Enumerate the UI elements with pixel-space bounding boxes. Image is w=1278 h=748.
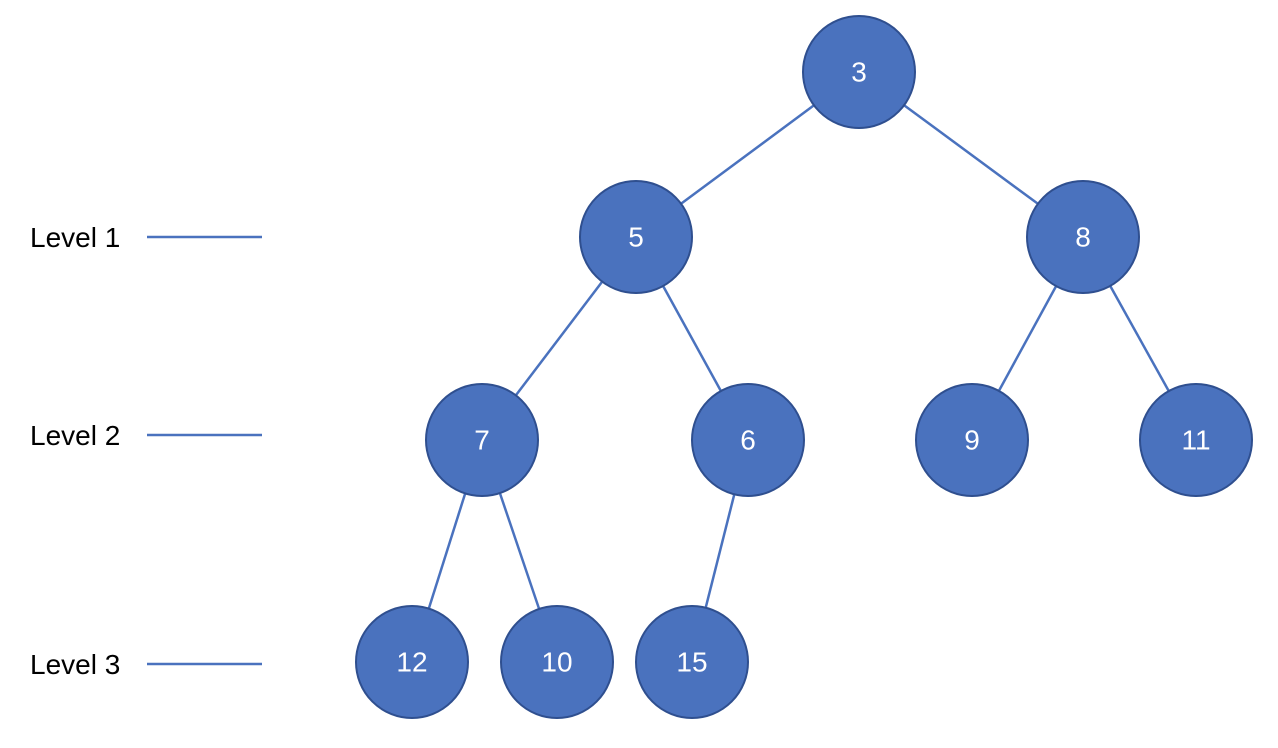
tree-node: 9	[915, 383, 1029, 497]
tree-node: 6	[691, 383, 805, 497]
node-value: 12	[396, 647, 427, 678]
node-circle	[500, 605, 614, 719]
node-value: 11	[1181, 425, 1210, 456]
node-circle	[915, 383, 1029, 497]
node-value: 6	[740, 425, 756, 456]
edge-n7-n10	[498, 492, 541, 610]
level-labels: Level 1 Level 2 Level 3	[30, 222, 262, 680]
node-value: 9	[964, 425, 980, 456]
edge-n7-n12	[427, 493, 467, 609]
node-value: 10	[541, 647, 572, 678]
tree-node: 15	[635, 605, 749, 719]
node-circle	[355, 605, 469, 719]
edge-n3-n8	[903, 104, 1039, 205]
tree-node: 3	[802, 15, 916, 129]
level-1-label: Level 1	[30, 222, 120, 253]
tree-node: 5	[579, 180, 693, 294]
tree-node: 10	[500, 605, 614, 719]
node-circle	[802, 15, 916, 129]
tree-node: 12	[355, 605, 469, 719]
tree-node: 8	[1026, 180, 1140, 294]
level-3-label: Level 3	[30, 649, 120, 680]
node-value: 8	[1075, 222, 1091, 253]
node-value: 5	[628, 222, 644, 253]
node-value: 15	[676, 647, 707, 678]
node-value: 3	[851, 57, 867, 88]
edge-n3-n5	[680, 104, 815, 205]
node-circle	[635, 605, 749, 719]
edge-n5-n7	[514, 280, 604, 397]
node-circle	[1139, 383, 1253, 497]
tree-edges	[427, 104, 1170, 610]
edge-n8-n9	[997, 285, 1058, 392]
node-value: 7	[474, 425, 490, 456]
level-2-label: Level 2	[30, 420, 120, 451]
node-circle	[425, 383, 539, 497]
tree-node: 11	[1139, 383, 1253, 497]
node-circle	[691, 383, 805, 497]
node-circle	[1026, 180, 1140, 294]
edge-n5-n6	[662, 285, 722, 392]
edge-n8-n11	[1109, 285, 1170, 392]
edge-n6-n15	[704, 493, 736, 609]
tree-node: 7	[425, 383, 539, 497]
node-circle	[579, 180, 693, 294]
tree-nodes: 3 5 8 7 6 9 11 12 10 15	[355, 15, 1253, 719]
